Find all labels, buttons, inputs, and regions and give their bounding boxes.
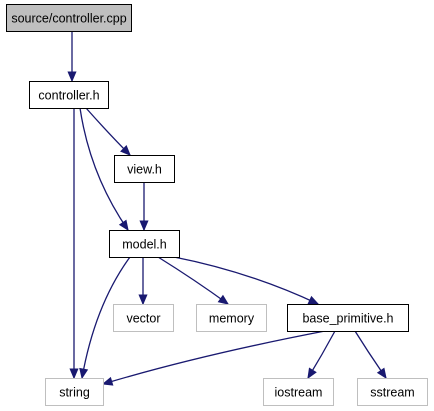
arrowhead-icon: [139, 220, 149, 232]
arrowhead-icon: [376, 367, 387, 380]
arrowhead-icon: [217, 294, 230, 305]
arrowhead-icon: [307, 367, 317, 380]
edge-line: [79, 107, 129, 231]
node-box: [29, 81, 109, 109]
node-sstream[interactable]: sstream: [357, 378, 428, 406]
node-label: vector: [126, 312, 160, 326]
arrowhead-icon: [69, 368, 79, 380]
edge-line: [102, 330, 326, 385]
node-memory[interactable]: memory: [196, 304, 267, 332]
node-label: model.h: [122, 238, 167, 252]
node-vector[interactable]: vector: [113, 304, 174, 332]
node-model-h[interactable]: model.h: [109, 230, 180, 258]
node-label: string: [59, 386, 90, 400]
arrowhead-icon: [79, 367, 89, 380]
edge-base_primitive_h-to-sstream: [354, 330, 387, 380]
node-box: [196, 304, 267, 332]
edge-line: [81, 256, 131, 379]
node-label: source/controller.cpp: [11, 12, 126, 26]
node-box: [6, 4, 132, 32]
arrowhead-icon: [307, 295, 320, 305]
edge-line: [173, 256, 319, 305]
arrowhead-icon: [67, 71, 77, 83]
edge-controller_h-to-model_h: [79, 107, 129, 232]
node-box: [45, 378, 104, 406]
edge-line: [85, 107, 131, 156]
node-box: [357, 378, 428, 406]
node-box: [113, 304, 174, 332]
edge-base_primitive_h-to-string: [101, 330, 326, 386]
arrowhead-icon: [120, 145, 131, 156]
node-label: controller.h: [38, 89, 99, 103]
node-string[interactable]: string: [45, 378, 104, 406]
arrowhead-icon: [138, 294, 148, 306]
node-controller-cpp[interactable]: source/controller.cpp: [6, 4, 132, 32]
node-label: sstream: [370, 386, 414, 400]
edge-controller_h-to-string: [69, 108, 79, 380]
edge-controller_h-to-view_h: [85, 107, 131, 156]
node-controller-h[interactable]: controller.h: [29, 81, 109, 109]
node-iostream[interactable]: iostream: [263, 378, 334, 406]
node-label: view.h: [127, 163, 162, 177]
node-box: [114, 155, 175, 183]
edge-model_h-to-vector: [138, 257, 148, 306]
nodes-layer: source/controller.cpp controller.h view.h m…: [6, 4, 428, 406]
node-base-primitive-h[interactable]: base_primitive.h: [287, 304, 409, 332]
node-label: base_primitive.h: [302, 312, 393, 326]
node-view-h[interactable]: view.h: [114, 155, 175, 183]
edge-line: [157, 256, 229, 305]
node-box: [263, 378, 334, 406]
edges-layer: [67, 31, 387, 386]
arrowhead-icon: [101, 376, 114, 386]
edge-model_h-to-string: [79, 256, 131, 380]
edge-base_primitive_h-to-iostream: [307, 330, 336, 380]
node-box: [287, 304, 409, 332]
arrowhead-icon: [118, 219, 129, 232]
edge-model_h-to-base_primitive_h: [173, 256, 320, 305]
edge-model_h-to-memory: [157, 256, 230, 305]
edge-view_h-to-model_h: [139, 182, 149, 232]
node-label: memory: [209, 312, 255, 326]
edge-controller_cpp-to-controller_h: [67, 31, 77, 83]
node-label: iostream: [275, 386, 323, 400]
node-box: [109, 230, 180, 258]
